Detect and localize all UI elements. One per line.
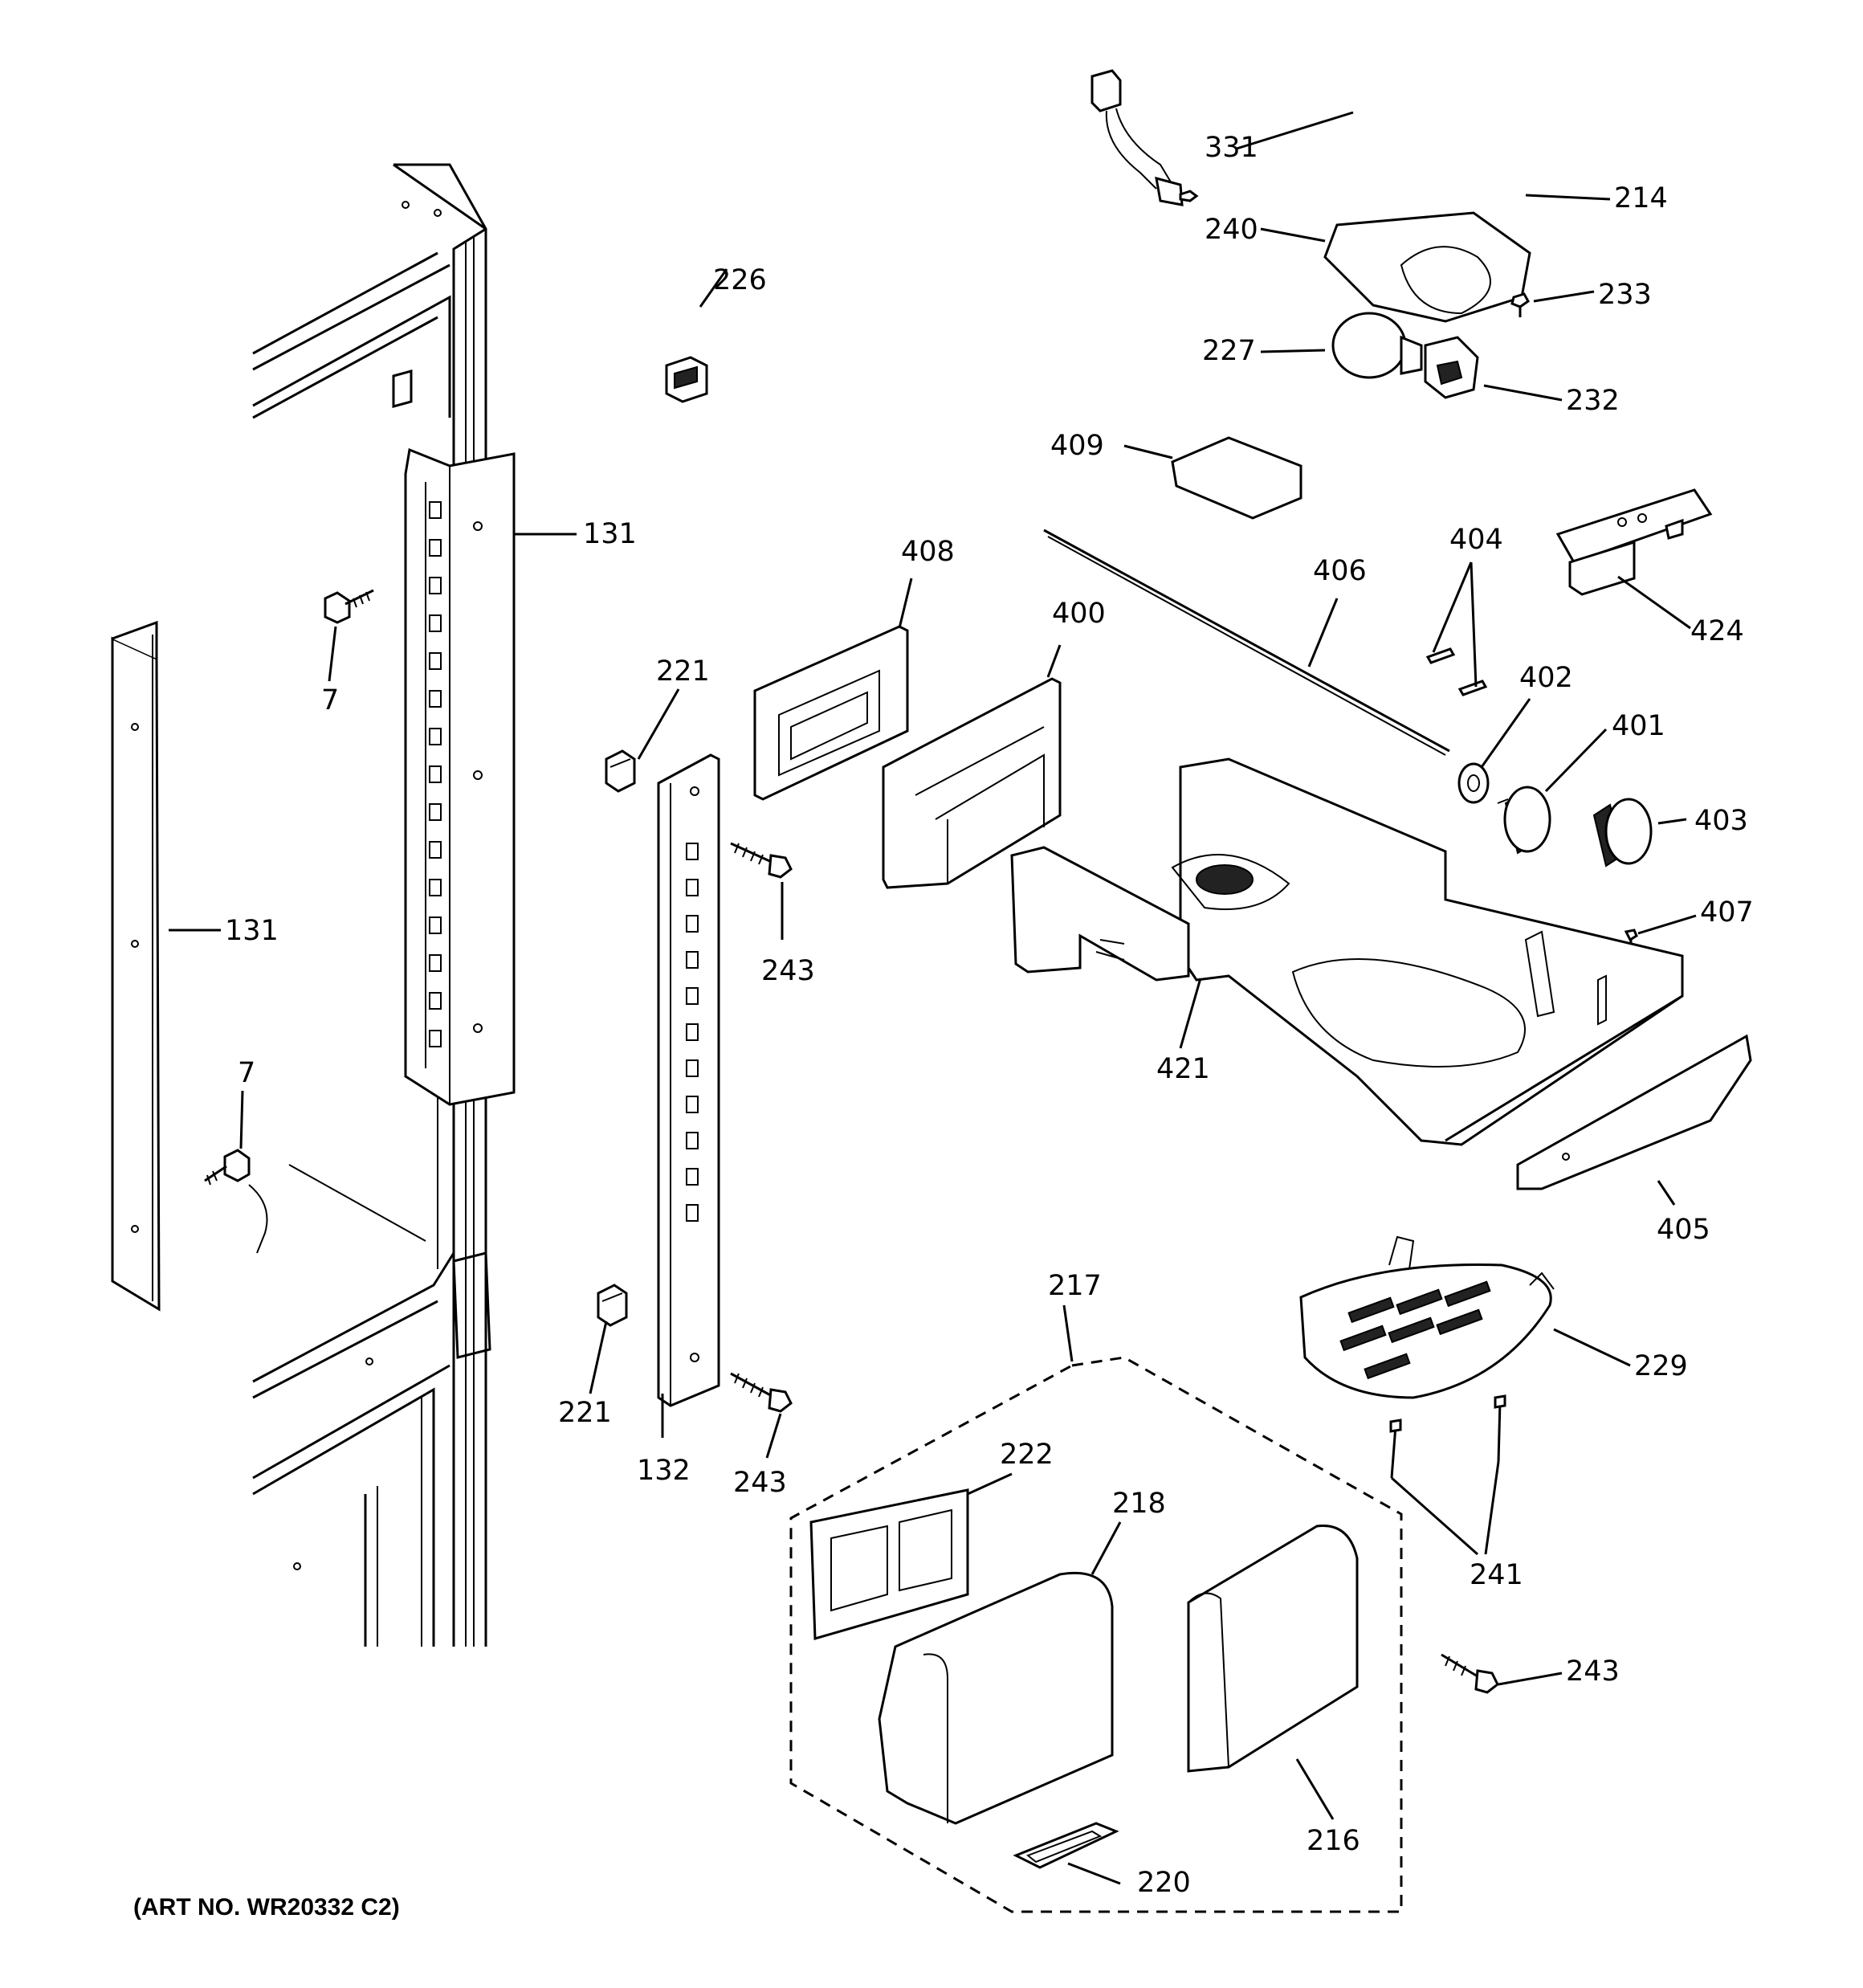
part-number-406: 406: [1313, 555, 1367, 587]
part-number-233: 233: [1598, 279, 1652, 311]
part-402-washer: [1457, 762, 1490, 804]
part-218-cover: [878, 1571, 1114, 1825]
part-number-227: 227: [1202, 335, 1256, 367]
part-number-243: 243: [761, 955, 815, 987]
part-240-bracket: [1323, 211, 1531, 323]
part-400-housing: [882, 677, 1062, 889]
part-number-400: 400: [1052, 598, 1106, 630]
part-number-132: 132: [637, 1455, 691, 1487]
part-number-131-side: 131: [225, 915, 279, 947]
part-220-gasket: [1013, 1822, 1119, 1869]
part-226-switch: [665, 356, 708, 403]
part-227-bulb: [1331, 312, 1423, 379]
part-number-217: 217: [1048, 1270, 1102, 1302]
part-7-screw-upper: [324, 589, 374, 624]
part-number-408: 408: [901, 536, 955, 568]
part-229-grille: [1299, 1235, 1555, 1399]
part-132-rail: [657, 753, 720, 1407]
part-number-7-lower: 7: [238, 1057, 255, 1089]
part-404-pins: [1425, 647, 1488, 696]
part-number-214: 214: [1614, 182, 1668, 214]
part-number-407: 407: [1700, 896, 1754, 929]
part-241-screws: [1389, 1394, 1506, 1479]
part-222-gasket: [809, 1488, 969, 1640]
part-243-screw-middle: [730, 1372, 793, 1413]
part-number-240: 240: [1205, 214, 1258, 246]
part-221-clip-lower: [597, 1284, 628, 1327]
art-number-caption: (ART NO. WR20332 C2): [133, 1894, 400, 1921]
part-number-220: 220: [1137, 1867, 1191, 1899]
part-7-screw-lower: [204, 1149, 251, 1186]
part-number-221-lower: 221: [558, 1397, 612, 1429]
part-216-cover: [1187, 1525, 1359, 1773]
part-214-nut: [1179, 190, 1199, 202]
rail-132-slots: [686, 843, 699, 1222]
leader-lines: [169, 111, 1697, 1885]
part-number-402: 402: [1519, 662, 1573, 694]
part-number-331: 331: [1205, 132, 1258, 164]
part-number-232: 232: [1566, 385, 1620, 417]
part-number-131: 131: [583, 518, 637, 550]
part-number-243-middle: 243: [733, 1467, 787, 1499]
grille-slots: [1339, 1280, 1491, 1380]
part-number-401: 401: [1612, 710, 1665, 742]
part-131-side-rail: [111, 620, 161, 1312]
part-number-405: 405: [1657, 1214, 1710, 1246]
part-131-upper-rail: [404, 447, 516, 1106]
part-243-screw-lower: [1441, 1653, 1499, 1694]
part-403-knob: [1592, 798, 1653, 867]
part-labels: 331 214 240 233 227 232 226 409 131 408 …: [225, 132, 1754, 1899]
part-331-harness: [1090, 69, 1184, 206]
part-number-241: 241: [1470, 1559, 1523, 1591]
part-number-218: 218: [1112, 1488, 1166, 1520]
part-401-knob: [1497, 786, 1551, 855]
part-233-screw: [1510, 292, 1530, 317]
part-number-409: 409: [1050, 430, 1104, 462]
part-number-404: 404: [1449, 524, 1503, 556]
part-number-221: 221: [656, 655, 710, 688]
part-405-strip: [1516, 1034, 1752, 1190]
part-number-424: 424: [1690, 615, 1744, 647]
part-number-421: 421: [1156, 1053, 1210, 1085]
part-424-control-board: [1555, 488, 1713, 596]
part-243-screw-upper: [730, 842, 793, 879]
rail-slots: [429, 501, 442, 1047]
part-421-tray: [1010, 757, 1684, 1146]
part-number-216: 216: [1307, 1825, 1360, 1857]
kit-217-boundary: [789, 1356, 1403, 1913]
part-221-clip-upper: [605, 749, 636, 793]
part-number-403: 403: [1694, 805, 1748, 837]
part-number-243-lower: 243: [1566, 1655, 1620, 1688]
part-number-222: 222: [1000, 1439, 1054, 1471]
part-406-rod: [1043, 529, 1450, 756]
part-number-226: 226: [713, 264, 767, 296]
part-409-cover: [1171, 436, 1302, 520]
part-number-7: 7: [321, 684, 339, 716]
part-232-socket: [1424, 336, 1479, 399]
part-number-229: 229: [1634, 1350, 1688, 1382]
